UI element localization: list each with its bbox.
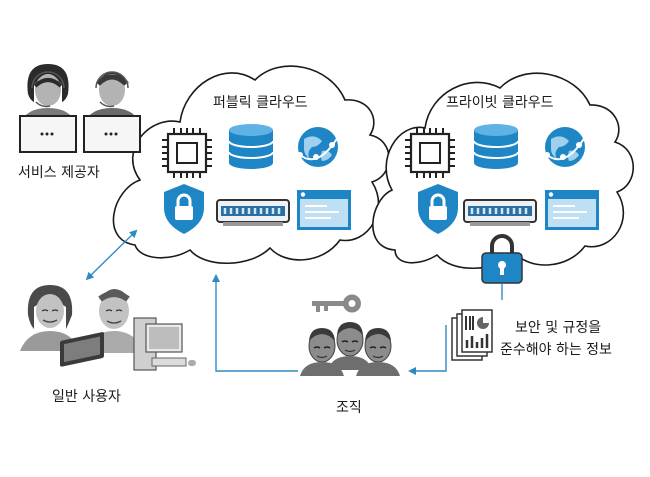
network-switch-icon <box>215 198 291 228</box>
compliance-label-line1: 보안 및 규정을 <box>515 320 602 336</box>
general-user-figures <box>20 285 196 371</box>
processor-icon <box>160 126 214 180</box>
web-app-icon <box>544 189 600 231</box>
web-app-icon <box>296 189 352 231</box>
key-icon <box>312 294 361 313</box>
service-provider-label: 서비스 제공자 <box>18 165 100 181</box>
arrow-org-to-public-cloud <box>212 274 298 372</box>
service-provider-figures <box>19 64 141 153</box>
arrow-users-to-public-cloud <box>85 229 138 281</box>
processor-icon <box>403 126 457 180</box>
organization-figures <box>299 321 401 377</box>
database-icon <box>473 123 519 170</box>
organization-label: 조직 <box>336 400 362 416</box>
compliance-label-line2: 준수해야 하는 정보 <box>500 342 612 358</box>
general-users-label: 일반 사용자 <box>52 389 121 405</box>
compliance-document-icon <box>451 309 493 361</box>
private-cloud-label: 프라이빗 클라우드 <box>446 95 554 111</box>
public-cloud-label: 퍼블릭 클라우드 <box>213 95 308 111</box>
network-switch-icon <box>462 198 538 228</box>
arrow-private-cloud-to-org <box>410 284 503 371</box>
database-icon <box>228 123 274 170</box>
